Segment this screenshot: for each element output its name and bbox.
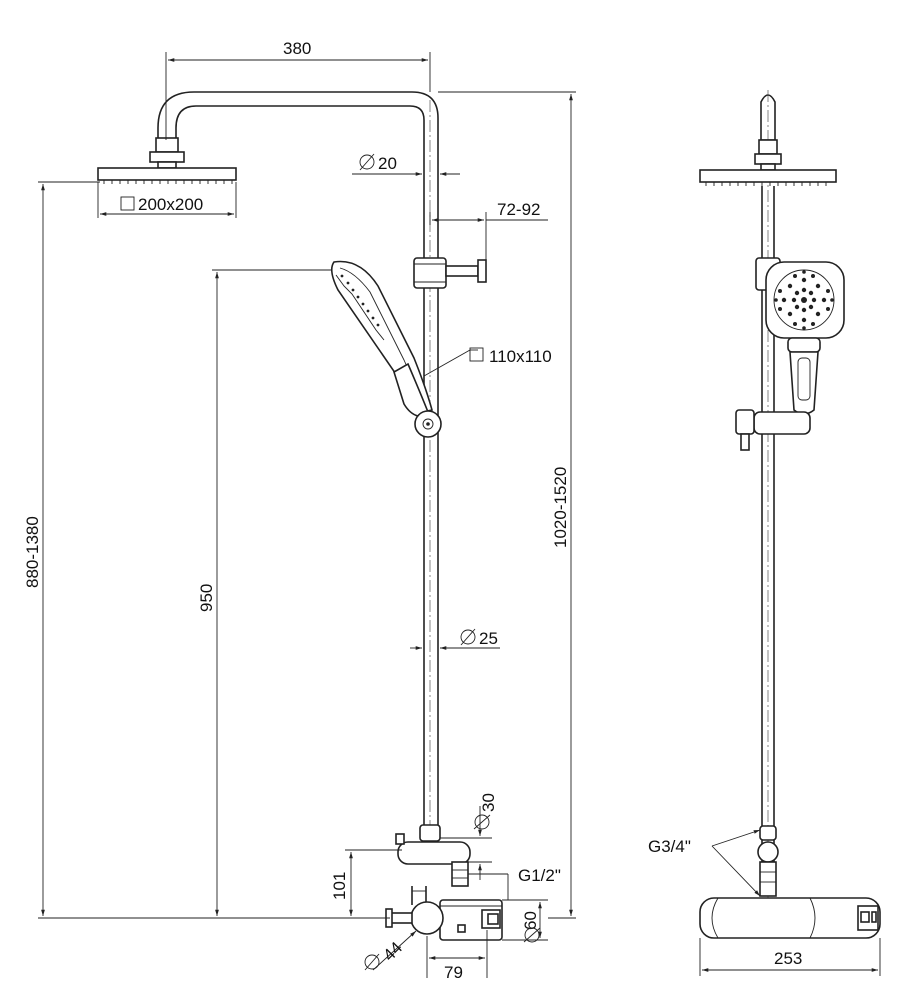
- side-rain-shower-head: [699, 169, 837, 183]
- dim-hand-shower-size: 110x110: [489, 347, 552, 366]
- dim-total-height-range: 1020-1520: [551, 467, 570, 548]
- front-view: 380 200x200 20 72-92: [23, 39, 576, 982]
- side-diverter-knob: [757, 841, 779, 863]
- diameter-symbol-icon-4: [523, 927, 541, 943]
- mixer-round-body: [410, 901, 444, 935]
- dim-arm-length: 380: [283, 39, 311, 58]
- diameter-symbol-icon-5: [364, 953, 380, 971]
- side-hand-shower: [765, 261, 845, 415]
- rain-shower-head: [97, 167, 237, 181]
- diverter-body: [397, 841, 471, 865]
- dim-mixer-width: 253: [774, 949, 802, 968]
- mixer-neck: [451, 861, 469, 887]
- side-view: G3/4" 253: [648, 90, 881, 976]
- side-thermostatic-mixer: [699, 897, 881, 939]
- dim-slide-height: 950: [197, 584, 216, 612]
- shower-head-nozzles: [103, 180, 233, 184]
- head-connector: [155, 137, 179, 153]
- wall-bracket-arm: [445, 265, 479, 277]
- thermostatic-mixer: [439, 899, 503, 941]
- square-symbol-icon: [120, 196, 135, 211]
- diameter-symbol-icon-3: [473, 814, 491, 830]
- dim-rail-diameter: 25: [479, 629, 498, 648]
- dim-inlet-thread: G1/2": [518, 866, 561, 885]
- diameter-symbol-icon: [359, 153, 375, 171]
- dim-top-pipe-diameter: 20: [378, 154, 397, 173]
- side-slide-holder: [735, 409, 811, 451]
- dim-connection-offset: 79: [444, 963, 463, 982]
- dim-lower-pipe-diameter: 30: [479, 793, 498, 812]
- dim-head-height-range: 880-1380: [23, 516, 42, 588]
- hand-shower-nozzles: [340, 274, 380, 327]
- wall-bracket-clamp: [413, 257, 447, 289]
- lower-pipe-coupling: [419, 824, 441, 842]
- dim-bracket-range: 72-92: [497, 200, 540, 219]
- wall-bracket-plate: [477, 259, 487, 283]
- dim-mixer-offset: 101: [330, 872, 349, 900]
- square-symbol-icon-2: [469, 347, 484, 362]
- dim-knob-diameter: 60: [521, 911, 540, 930]
- dim-side-inlet-thread: G3/4": [648, 837, 691, 856]
- shower-arm: [157, 91, 439, 825]
- dim-head-size: 200x200: [138, 195, 203, 214]
- diameter-symbol-icon-2: [460, 628, 476, 646]
